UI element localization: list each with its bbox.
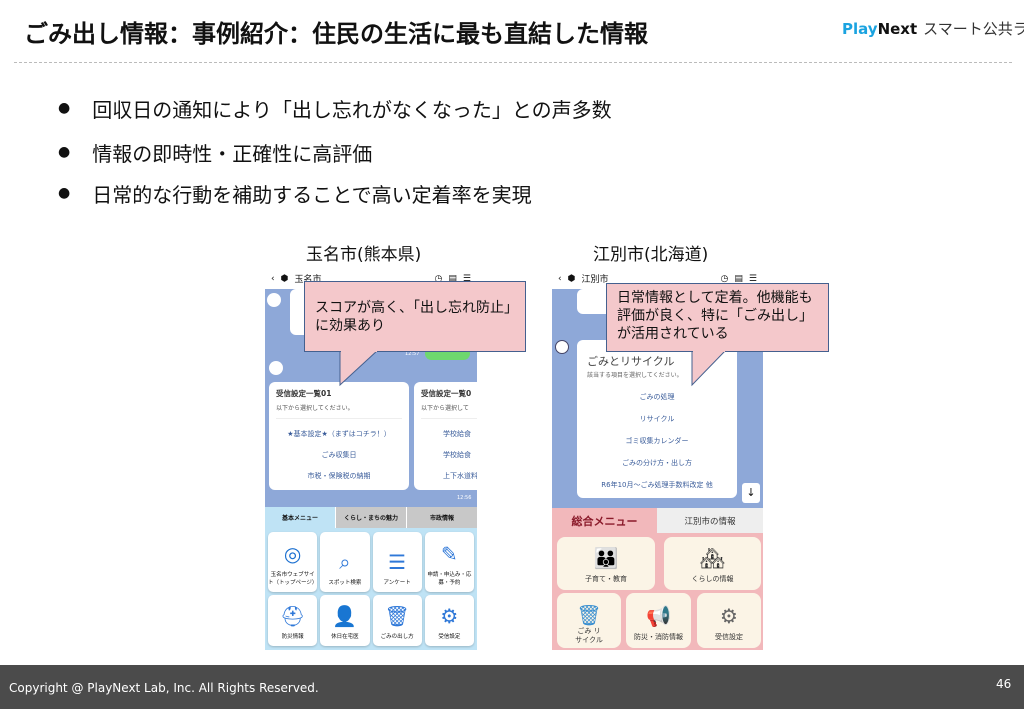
menu-tile[interactable]: ✎ 申請・申込み・応募・予約: [424, 532, 474, 592]
menu-tile[interactable]: ⚙ 受信設定: [424, 594, 474, 646]
avatar: [269, 361, 283, 375]
settings-card: 受信設定一覧0 以下から選択して 学校給食 学校給食 上下水道料金: [414, 382, 477, 490]
logo: PlayNextスマート公共ラボ: [842, 20, 1024, 38]
shield-icon: ⬢: [280, 273, 289, 284]
book-icon[interactable]: ▤: [448, 273, 457, 284]
card-link[interactable]: リサイクル: [639, 415, 675, 423]
tab-ebetsu-info[interactable]: 江別市の情報: [657, 508, 763, 533]
menu-tile[interactable]: 🗑 ごみの出し方: [372, 594, 422, 646]
bullet-item: ●情報の即時性・正確性に高評価: [58, 142, 373, 166]
menu-tile-living[interactable]: 🏘くらしの情報: [664, 537, 761, 590]
tab-living[interactable]: くらし・まちの魅力: [335, 507, 406, 528]
card-link[interactable]: 上下水道料金: [443, 472, 477, 480]
city-label-ebetsu: 江別市(北海道): [593, 245, 709, 265]
menu-tile-disaster[interactable]: 📢防災・消防情報: [626, 593, 691, 648]
menu-icon[interactable]: ☰: [748, 273, 757, 284]
city-label-tamana: 玉名市(熊本県): [306, 245, 422, 265]
menu-tile-childcare[interactable]: 👪子育て・教育: [557, 537, 655, 590]
timestamp: 12:57: [405, 351, 420, 357]
book-icon[interactable]: ▤: [734, 273, 743, 284]
card-link[interactable]: ごみ収集日: [321, 451, 357, 459]
card-link[interactable]: R6年10月〜ごみ処理手数料改定 他: [601, 481, 713, 489]
callout-tamana: スコアが高く、「出し忘れ防止」に効果あり: [304, 281, 526, 352]
avatar: [555, 340, 569, 354]
card-link[interactable]: ごみの分け方・出し方: [622, 459, 692, 467]
menu-tile-label: アンケート: [383, 579, 411, 586]
card-link[interactable]: ゴミ収集カレンダー: [625, 437, 689, 445]
family-icon: 👪: [593, 546, 619, 570]
account-name: 江別市: [581, 275, 609, 285]
menu-tile-label: スポット検索: [328, 579, 362, 586]
menu-tile-garbage[interactable]: 🗑ごみ リサイクル: [557, 593, 621, 648]
menu-tile-settings[interactable]: ⚙受信設定: [697, 593, 761, 648]
back-icon[interactable]: ‹: [558, 273, 562, 284]
menu-tile[interactable]: ⛑ 防災情報: [268, 594, 318, 646]
card-link[interactable]: 学校給食: [443, 430, 471, 438]
back-icon[interactable]: ‹: [271, 273, 275, 284]
megaphone-icon: 📢: [646, 604, 671, 628]
bullet-item: ●日常的な行動を補助することで高い定着率を実現: [58, 183, 532, 207]
timestamp: 12:56: [457, 495, 472, 501]
clock-icon[interactable]: ◷: [434, 273, 443, 284]
tab-general-menu[interactable]: 総合メニュー: [571, 514, 638, 528]
copyright: Copyright @ PlayNext Lab, Inc. All Right…: [9, 681, 319, 695]
account-name: 玉名市: [294, 275, 322, 285]
menu-tile-label: 玉名市ウェブサイト（トップページ）: [268, 571, 318, 586]
gear-icon: ⚙: [440, 604, 459, 628]
trash-leaf-icon: 🗑: [576, 603, 602, 627]
card-link[interactable]: 学校給食: [443, 451, 471, 459]
menu-tile-label: ごみの出し方: [380, 634, 414, 640]
menu-tile[interactable]: ☰ アンケート: [372, 532, 422, 592]
card-link[interactable]: 市税・保険税の納期: [307, 472, 371, 480]
menu-icon[interactable]: ☰: [462, 273, 471, 284]
form-edit-icon: ✎: [440, 541, 458, 566]
menu-tile-label: 休日在宅医: [331, 634, 359, 640]
menu-tile-label: 申請・申込み・応募・予約: [427, 571, 472, 586]
menu-tile-label: 受信設定: [438, 634, 461, 640]
menu-tile[interactable]: ⌕ スポット検索: [320, 532, 370, 592]
trash-icon: 🗑: [384, 604, 410, 628]
clock-icon[interactable]: ◷: [720, 273, 729, 284]
settings-card: 受信設定一覧01 以下から選択してください。 ★基本設定★（まずはコチラ！） ご…: [269, 382, 409, 490]
tab-city-info[interactable]: 市政情報: [406, 507, 477, 528]
website-icon: ◎: [283, 541, 302, 566]
menu-tile[interactable]: ◎ 玉名市ウェブサイト（トップページ）: [268, 532, 317, 592]
rich-menu: 基本メニュー くらし・まちの魅力 市政情報 ◎ 玉名市ウェブサイト（トップページ）…: [265, 507, 477, 650]
card-link[interactable]: ★基本設定★（まずはコチラ！）: [287, 430, 391, 438]
menu-tile[interactable]: 👤 休日在宅医: [320, 594, 370, 646]
gear-icon: ⚙: [720, 604, 738, 628]
footer: Copyright @ PlayNext Lab, Inc. All Right…: [0, 665, 1024, 709]
helmet-icon: ⛑: [279, 604, 306, 628]
shield-icon: ⬢: [567, 273, 576, 284]
page-number: 46: [996, 677, 1012, 691]
slide-title: ごみ出し情報：事例紹介：住民の生活に最も直結した情報: [24, 20, 648, 48]
divider: [14, 62, 1012, 63]
houses-icon: 🏘: [699, 546, 726, 570]
rich-menu: 総合メニュー 江別市の情報 👪子育て・教育 🏘くらしの情報 🗑ごみ リサイクル …: [552, 508, 763, 650]
avatar: [267, 293, 281, 307]
card-link[interactable]: ごみの処理: [639, 393, 675, 401]
callout-ebetsu: 日常情報として定着。他機能も評価が良く、特に「ごみ出し」が活用されている: [606, 283, 829, 352]
tab-basic-menu[interactable]: 基本メニュー: [265, 507, 335, 528]
bullet-item: ●回収日の通知により「出し忘れがなくなった」との声多数: [58, 98, 612, 122]
map-pin-search-icon: ⌕: [339, 549, 351, 574]
doctor-icon: 👤: [332, 604, 358, 628]
survey-icon: ☰: [388, 549, 407, 574]
scroll-down-button[interactable]: ↓: [742, 483, 760, 503]
menu-tile-label: 防災情報: [281, 634, 304, 640]
